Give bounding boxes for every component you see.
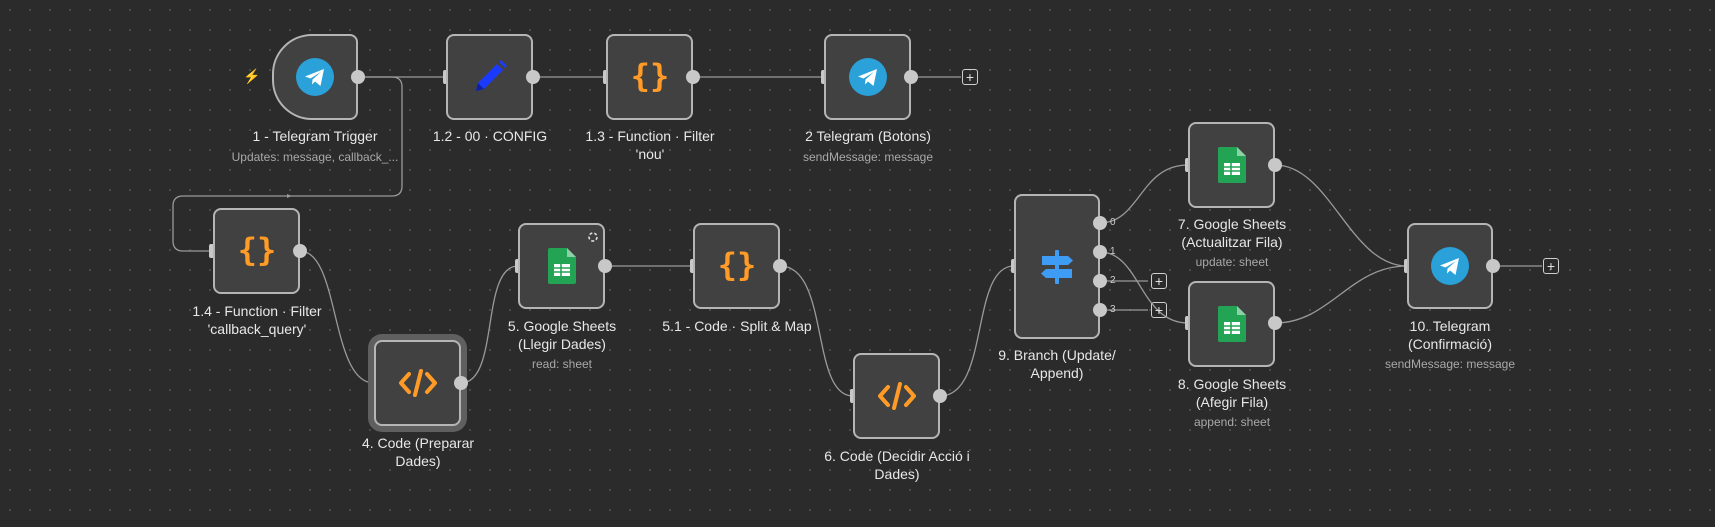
node-6-title: 6. Code (Decidir Acció i Dades) bbox=[824, 448, 970, 482]
node-9-output-0-handle[interactable] bbox=[1093, 216, 1107, 230]
node-8-subtitle: append: sheet bbox=[1193, 415, 1271, 429]
google-sheets-icon bbox=[547, 248, 576, 284]
node-5-subtitle: read: sheet bbox=[531, 357, 593, 371]
running-indicator-icon bbox=[587, 230, 599, 248]
connection-5.1-to-6 bbox=[779, 265, 854, 397]
node-4-input-handle[interactable] bbox=[370, 376, 376, 390]
connection-4-to-5 bbox=[460, 265, 519, 384]
node-2-subtitle: sendMessage: message bbox=[802, 150, 934, 164]
node-5-title: 5. Google Sheets (Llegir Dades) bbox=[507, 318, 617, 352]
node-4-title: 4. Code (Preparar Dades) bbox=[361, 435, 475, 469]
node-config[interactable] bbox=[446, 34, 533, 120]
node-telegram-botons[interactable] bbox=[824, 34, 911, 120]
svg-text:{}: {} bbox=[237, 231, 276, 269]
node-telegram-trigger[interactable] bbox=[272, 34, 358, 120]
add-node-after-10-button[interactable]: + bbox=[1543, 258, 1559, 274]
trigger-bolt-icon: ⚡ bbox=[243, 68, 261, 84]
connection-6-to-9 bbox=[939, 265, 1015, 397]
node-branch-update-append[interactable] bbox=[1014, 194, 1100, 339]
signpost-icon bbox=[1038, 248, 1076, 286]
code-icon bbox=[877, 381, 917, 411]
connection-9-out1-to-8 bbox=[1099, 251, 1189, 324]
node-1.2-output-handle[interactable] bbox=[526, 70, 540, 84]
code-icon bbox=[398, 368, 438, 398]
node-google-sheets-llegir[interactable] bbox=[518, 223, 605, 309]
node-9-output-1-handle[interactable] bbox=[1093, 245, 1107, 259]
node-1-subtitle: Updates: message, callback_... bbox=[231, 150, 399, 164]
connection-1.4-to-4 bbox=[299, 250, 375, 384]
node-2-title: 2 Telegram (Botons) bbox=[805, 128, 931, 144]
node-4-output-handle[interactable] bbox=[454, 376, 468, 390]
node-10-title: 10. Telegram (Confirmació) bbox=[1407, 318, 1492, 352]
node-10-output-handle[interactable] bbox=[1486, 259, 1500, 273]
pen-icon bbox=[470, 57, 510, 97]
connection-8-to-10 bbox=[1274, 265, 1408, 324]
node-6-output-handle[interactable] bbox=[933, 389, 947, 403]
branch-output-label-2: 2 bbox=[1110, 275, 1116, 286]
node-9-output-2-handle[interactable] bbox=[1093, 274, 1107, 288]
connection-arrow bbox=[287, 194, 292, 198]
add-node-branch-3-button[interactable]: + bbox=[1151, 302, 1167, 318]
telegram-icon bbox=[296, 58, 334, 96]
telegram-icon bbox=[1431, 247, 1469, 285]
node-code-split-map[interactable]: {} bbox=[693, 223, 780, 309]
node-5.1-output-handle[interactable] bbox=[773, 259, 787, 273]
node-1.3-title: 1.3 - Function · Filter 'nou' bbox=[585, 128, 715, 162]
add-node-after-2-button[interactable]: + bbox=[962, 69, 978, 85]
braces-icon: {} bbox=[717, 246, 757, 286]
node-telegram-confirmacio[interactable] bbox=[1407, 223, 1493, 309]
node-1-output-handle[interactable] bbox=[351, 70, 365, 84]
node-google-sheets-afegir[interactable] bbox=[1188, 281, 1275, 367]
node-7-output-handle[interactable] bbox=[1268, 158, 1282, 172]
node-5-output-handle[interactable] bbox=[598, 259, 612, 273]
node-1.4-title: 1.4 - Function · Filter 'callback_query' bbox=[192, 303, 322, 337]
node-google-sheets-actualitzar[interactable] bbox=[1188, 122, 1275, 208]
node-1.3-output-handle[interactable] bbox=[686, 70, 700, 84]
node-1.4-output-handle[interactable] bbox=[293, 244, 307, 258]
node-9-output-3-handle[interactable] bbox=[1093, 303, 1107, 317]
node-function-filter-callback[interactable]: {} bbox=[213, 208, 300, 294]
svg-text:{}: {} bbox=[717, 246, 756, 284]
svg-text:{}: {} bbox=[630, 57, 669, 95]
node-function-filter-nou[interactable]: {} bbox=[606, 34, 693, 120]
node-1-title: 1 - Telegram Trigger bbox=[252, 128, 378, 144]
node-9-title: 9. Branch (Update/ Append) bbox=[998, 347, 1116, 381]
node-code-decidir-accio[interactable] bbox=[853, 353, 940, 439]
node-7-subtitle: update: sheet bbox=[1195, 255, 1269, 269]
braces-icon: {} bbox=[630, 57, 670, 97]
node-8-title: 8. Google Sheets (Afegir Fila) bbox=[1177, 376, 1287, 410]
node-2-output-handle[interactable] bbox=[904, 70, 918, 84]
braces-icon: {} bbox=[237, 231, 277, 271]
node-1.4-input-handle[interactable] bbox=[209, 244, 215, 258]
connection-9-out0-to-7 bbox=[1099, 164, 1189, 224]
add-node-branch-2-button[interactable]: + bbox=[1151, 273, 1167, 289]
node-5.1-title: 5.1 - Code · Split & Map bbox=[662, 318, 812, 334]
node-1.2-title: 1.2 - 00 · CONFIG bbox=[432, 128, 548, 144]
node-10-subtitle: sendMessage: message bbox=[1384, 357, 1516, 371]
google-sheets-icon bbox=[1217, 306, 1246, 342]
node-8-output-handle[interactable] bbox=[1268, 316, 1282, 330]
telegram-icon bbox=[848, 58, 887, 96]
connection-7-to-10 bbox=[1274, 164, 1408, 267]
branch-output-label-0: 0 bbox=[1110, 217, 1116, 228]
node-code-preparar-dades[interactable] bbox=[374, 340, 461, 426]
node-7-title: 7. Google Sheets (Actualitzar Fila) bbox=[1177, 216, 1287, 250]
branch-output-label-1: 1 bbox=[1110, 246, 1116, 257]
google-sheets-icon bbox=[1217, 147, 1246, 183]
branch-output-label-3: 3 bbox=[1110, 304, 1116, 315]
